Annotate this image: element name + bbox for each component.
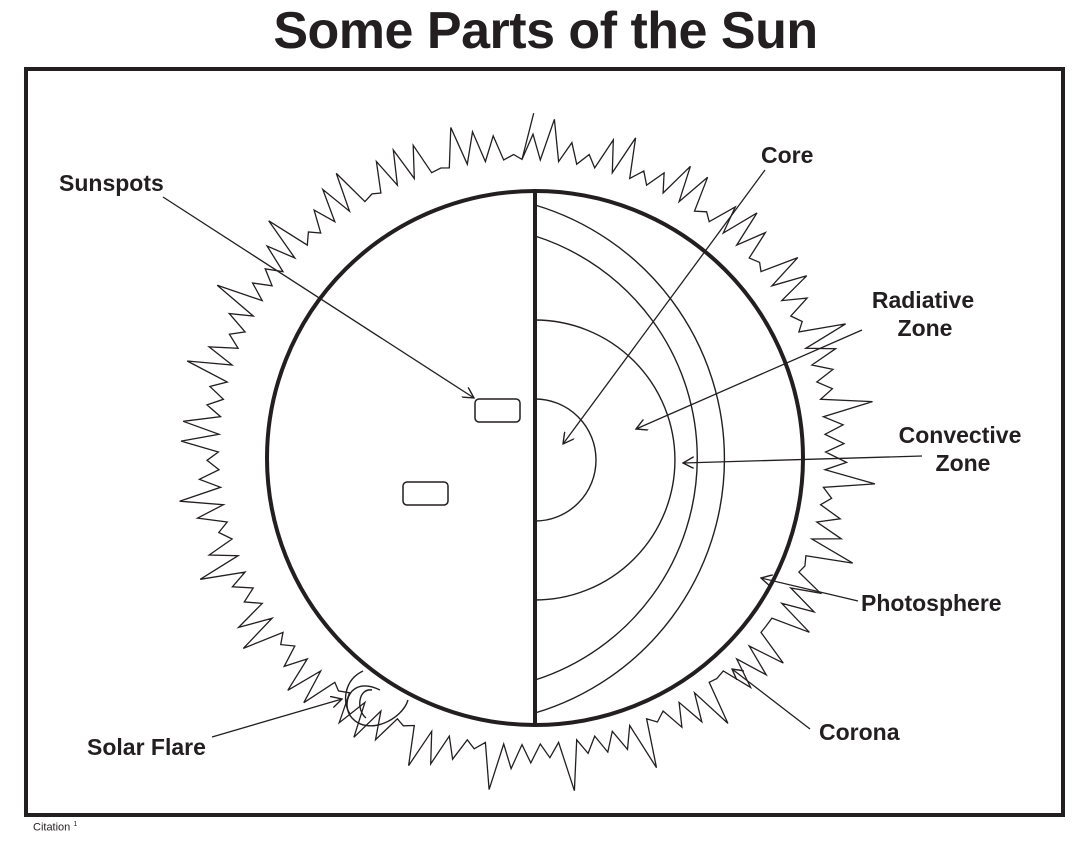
label-sunspots: Sunspots	[59, 170, 164, 196]
label-radiative-zone-line1: Radiative	[872, 287, 974, 313]
label-corona: Corona	[819, 719, 900, 745]
label-photosphere: Photosphere	[861, 590, 1002, 616]
label-solar-flare: Solar Flare	[87, 734, 206, 760]
label-convective-zone-line1: Convective	[899, 422, 1022, 448]
citation-note: 1	[73, 821, 78, 828]
corona-leader	[732, 669, 811, 730]
citation-text: Citation	[33, 821, 71, 834]
convective-zone-ring	[534, 235, 698, 681]
sunspot	[474, 398, 521, 423]
label-radiative-zone-line2: Zone	[898, 315, 953, 341]
radiative-zone-leader	[636, 329, 863, 429]
sunspots-leader	[162, 196, 474, 398]
solar-flare	[344, 670, 409, 727]
label-convective-zone-line2: Zone	[936, 450, 991, 476]
radiative-zone-ring	[534, 319, 676, 601]
solar-flare-leader	[211, 699, 342, 738]
diagram-frame	[24, 67, 1065, 817]
core-leader	[563, 169, 766, 444]
label-core: Core	[761, 142, 813, 168]
sunspot	[402, 481, 449, 506]
corona-flames	[179, 113, 876, 791]
citation: Citation 1	[33, 821, 77, 834]
photosphere-ring	[534, 204, 726, 714]
page-title: Some Parts of the Sun	[273, 2, 818, 60]
core-ring	[534, 398, 597, 522]
convective-zone-leader	[683, 455, 923, 463]
photosphere-leader	[761, 578, 859, 602]
